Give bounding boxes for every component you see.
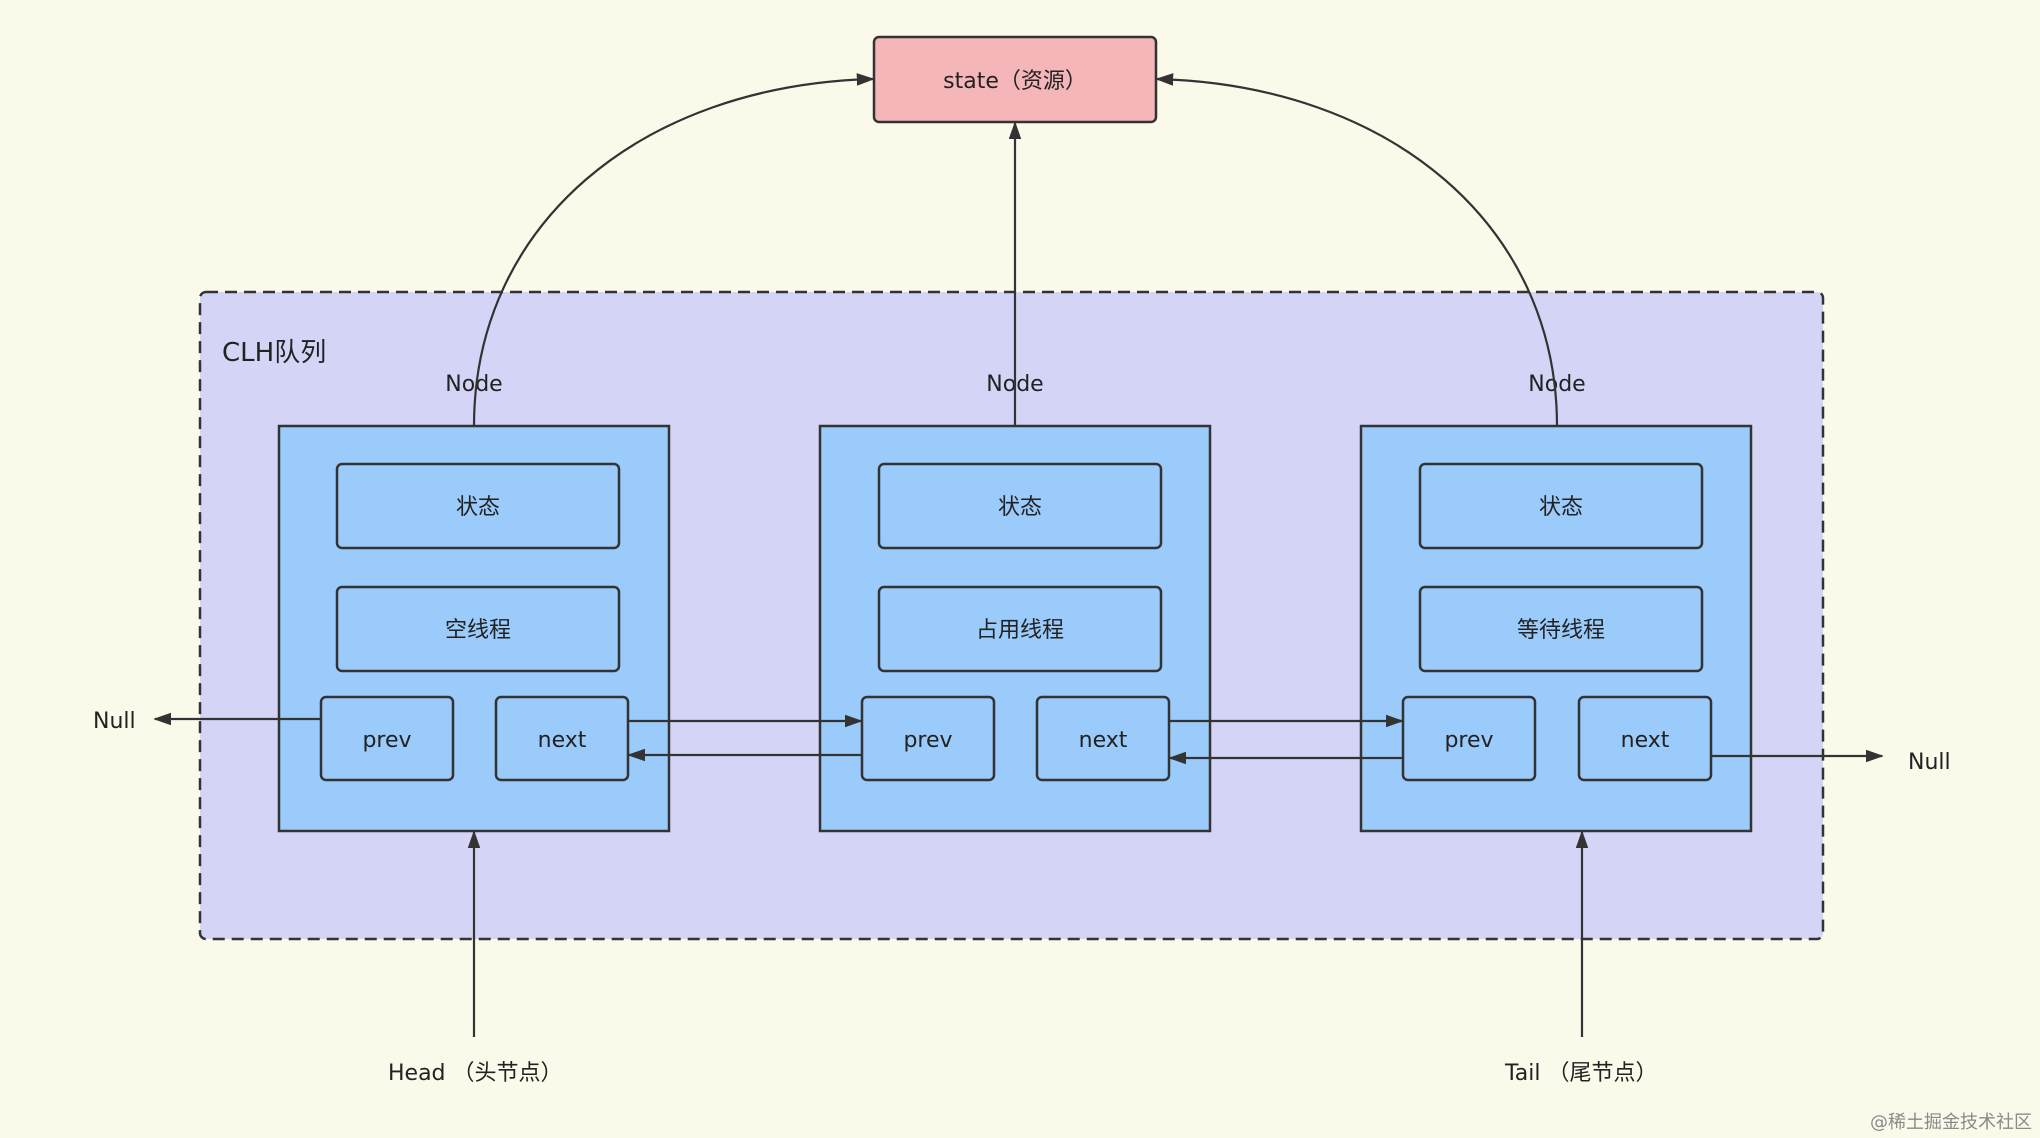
thread-field <box>1418 585 1704 673</box>
next-pointer <box>1035 695 1171 782</box>
thread-label: 占用线程 <box>976 618 1064 643</box>
node-label: Node <box>445 372 502 397</box>
prev-pointer <box>1401 695 1537 782</box>
prev-pointer <box>319 695 455 782</box>
status-field <box>335 462 621 550</box>
status-label: 状态 <box>456 495 500 520</box>
null-left-label: Null <box>93 709 136 734</box>
thread-field <box>877 585 1163 673</box>
tail-label: Tail （尾节点） <box>1504 1061 1658 1086</box>
status-label: 状态 <box>1539 495 1583 520</box>
node-head-to-state-arrow <box>472 73 875 427</box>
thread-label: 等待线程 <box>1517 618 1605 643</box>
node-tail: 状态 等待线程 prev next Node <box>1359 372 1753 833</box>
node-label: Node <box>1528 372 1585 397</box>
state-label: state（资源） <box>943 69 1087 94</box>
next-pointer <box>494 695 630 782</box>
next-label: next <box>1079 728 1128 753</box>
next-pointer <box>1577 695 1713 782</box>
node-head: 状态 空线程 prev next Node <box>277 372 671 833</box>
node-tail-to-state-arrow <box>1155 73 1559 427</box>
status-field <box>1418 462 1704 550</box>
watermark: @稀土掘金技术社区 <box>1870 1112 2032 1133</box>
prev-label: prev <box>362 728 411 753</box>
null-right-label: Null <box>1908 750 1951 775</box>
queue-label: CLH队列 <box>222 338 326 368</box>
thread-label: 空线程 <box>445 618 511 643</box>
status-field <box>877 462 1163 550</box>
status-label: 状态 <box>998 495 1042 520</box>
node-owner: 状态 占用线程 prev next Node <box>818 372 1212 833</box>
next-label: next <box>538 728 587 753</box>
prev-label: prev <box>903 728 952 753</box>
prev-pointer <box>860 695 996 782</box>
head-label: Head （头节点） <box>388 1061 563 1086</box>
thread-field <box>335 585 621 673</box>
next-label: next <box>1621 728 1670 753</box>
prev-label: prev <box>1444 728 1493 753</box>
